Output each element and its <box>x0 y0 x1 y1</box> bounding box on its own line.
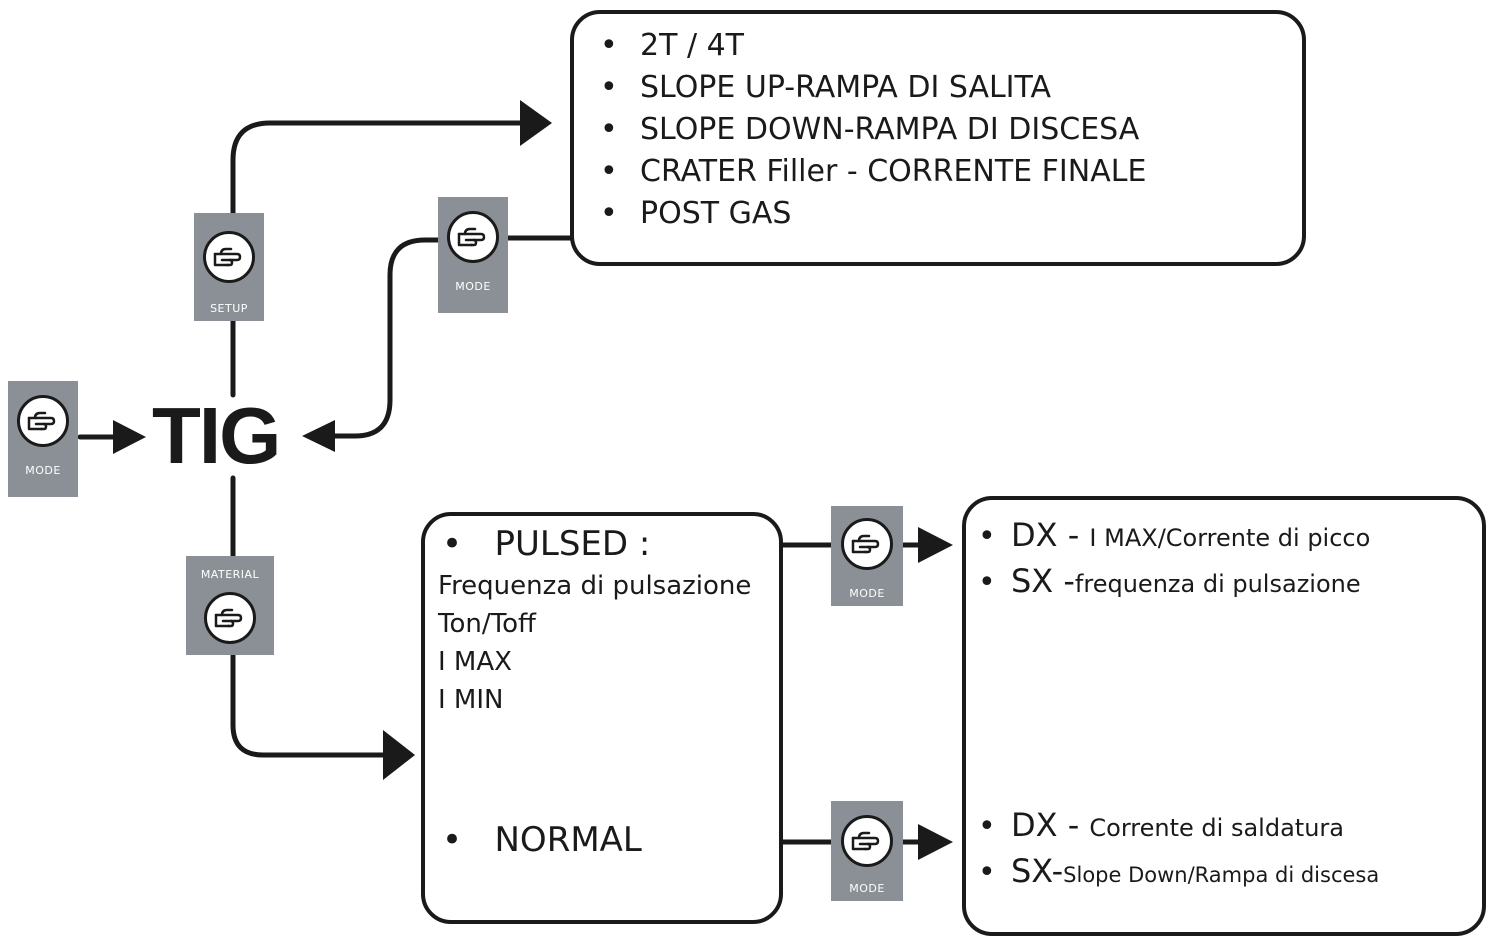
result-key: SX- <box>1010 852 1064 890</box>
pulsed-parameter: I MIN <box>438 685 504 715</box>
pulsed-option: • PULSED : <box>442 524 650 564</box>
tig-mode-label: TIG <box>152 391 281 480</box>
setup-options-box <box>570 10 1306 266</box>
material-connector-lower <box>230 652 388 758</box>
bullet: • <box>442 820 463 860</box>
setup-arrowhead <box>520 100 552 146</box>
button-label: MODE <box>849 882 885 895</box>
setup-button[interactable]: SETUP <box>194 213 264 321</box>
result-options-box <box>962 496 1486 936</box>
setup-option-label: 2T / 4T <box>640 28 745 63</box>
pointing-hand-icon <box>203 231 255 283</box>
setup-option: • SLOPE DOWN-RAMPA DI DISCESA <box>600 109 1146 151</box>
normal-arrowhead <box>918 824 953 860</box>
normal-result-item: • SX-Slope Down/Rampa di discesa <box>978 852 1379 890</box>
button-label: MODE <box>25 464 61 477</box>
normal-label: NORMAL <box>494 820 642 860</box>
setup-option: • 2T / 4T <box>600 25 1146 67</box>
pointing-hand-icon <box>841 518 893 570</box>
bullet: • <box>600 70 618 105</box>
bullet: • <box>978 855 996 890</box>
result-key: DX - <box>1010 806 1090 844</box>
mode-button-pulsed[interactable]: MODE <box>831 506 903 606</box>
button-label: MATERIAL <box>200 568 260 581</box>
button-label: MODE <box>455 280 491 293</box>
return-arrowhead <box>302 420 335 452</box>
material-button[interactable]: MATERIAL <box>186 556 274 655</box>
pulsed-label: PULSED : <box>494 524 651 564</box>
pulsed-arrowhead <box>918 527 953 563</box>
setup-options-list: • 2T / 4T • SLOPE UP-RAMPA DI SALITA • SLOP… <box>600 25 1146 235</box>
setup-connector <box>230 120 523 398</box>
bullet: • <box>442 524 463 564</box>
pointing-hand-icon <box>447 211 499 263</box>
bullet: • <box>600 28 618 63</box>
mode-return-connector-lower <box>327 237 443 439</box>
setup-option-label: POST GAS <box>640 196 792 231</box>
bullet: • <box>978 565 996 600</box>
bullet: • <box>600 154 618 189</box>
pulsed-parameters: Frequenza di pulsazione Ton/Toff I MAX I… <box>438 567 751 719</box>
normal-result-item: • DX - Corrente di saldatura <box>978 806 1344 844</box>
setup-option: • CRATER Filler - CORRENTE FINALE <box>600 151 1146 193</box>
pointing-hand-icon <box>841 815 893 867</box>
mode-button-return[interactable]: MODE <box>438 197 508 313</box>
pulsed-result-item: • DX - I MAX/Corrente di picco <box>978 516 1370 554</box>
button-label: MODE <box>849 587 885 600</box>
material-options-box <box>421 512 783 924</box>
button-label: SETUP <box>210 302 248 315</box>
pointing-hand-icon <box>204 592 256 644</box>
setup-option: • SLOPE UP-RAMPA DI SALITA <box>600 67 1146 109</box>
bullet: • <box>600 196 618 231</box>
setup-option-label: SLOPE UP-RAMPA DI SALITA <box>640 70 1052 105</box>
result-key: SX - <box>1010 562 1075 600</box>
mode-button-normal[interactable]: MODE <box>831 801 903 901</box>
setup-option-label: CRATER Filler - CORRENTE FINALE <box>640 154 1147 189</box>
pulsed-result-item: • SX -frequenza di pulsazione <box>978 562 1361 600</box>
result-desc: Corrente di saldatura <box>1089 814 1344 842</box>
pulsed-parameter: Ton/Toff <box>438 609 536 639</box>
entry-arrowhead <box>113 420 146 454</box>
bullet: • <box>978 519 996 554</box>
normal-option: • NORMAL <box>442 820 642 860</box>
result-key: DX - <box>1010 516 1090 554</box>
pulsed-parameter: I MAX <box>438 647 512 677</box>
setup-option: • POST GAS <box>600 193 1146 235</box>
material-arrowhead <box>383 730 415 780</box>
pulsed-parameter: Frequenza di pulsazione <box>438 571 752 601</box>
result-desc: frequenza di pulsazione <box>1074 570 1361 598</box>
bullet: • <box>978 809 996 844</box>
result-desc: Slope Down/Rampa di discesa <box>1063 863 1380 887</box>
mode-button-entry[interactable]: MODE <box>8 381 78 497</box>
pointing-hand-icon <box>17 395 69 447</box>
setup-option-label: SLOPE DOWN-RAMPA DI DISCESA <box>640 112 1140 147</box>
result-desc: I MAX/Corrente di picco <box>1089 524 1371 552</box>
bullet: • <box>600 112 618 147</box>
